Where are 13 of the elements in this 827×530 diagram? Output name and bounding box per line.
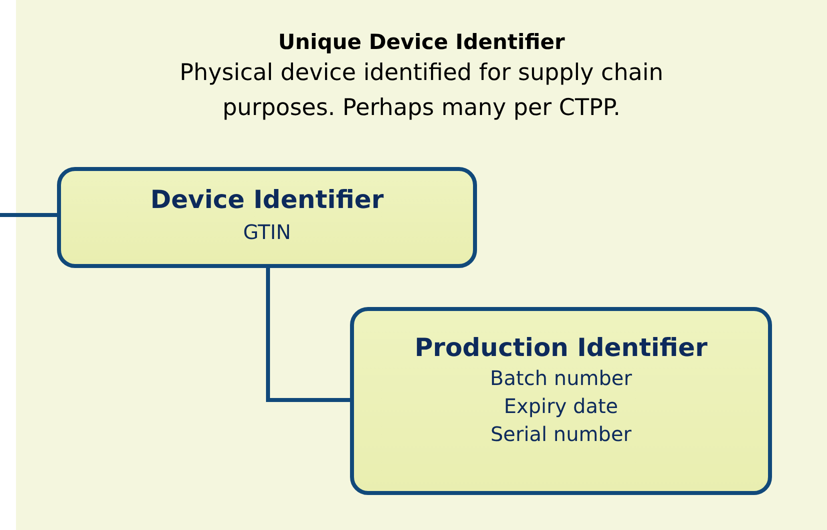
body-text: Serial number	[490, 422, 632, 446]
panel-background	[16, 0, 827, 530]
body-text: Batch number	[490, 366, 632, 390]
body-text: Physical device identified for supply chain purposes. Perhaps many per CTPP.	[178, 59, 664, 123]
body-text: Expiry date	[504, 394, 618, 418]
heading: Device Identifier	[150, 185, 384, 214]
connector-line	[266, 268, 350, 402]
heading: Production Identifier	[414, 333, 708, 362]
heading: Unique Device Identifier	[278, 30, 565, 54]
connector-line	[0, 213, 57, 217]
identifier-box	[57, 167, 477, 268]
body-text: GTIN	[243, 220, 291, 244]
identifier-box	[350, 307, 772, 495]
